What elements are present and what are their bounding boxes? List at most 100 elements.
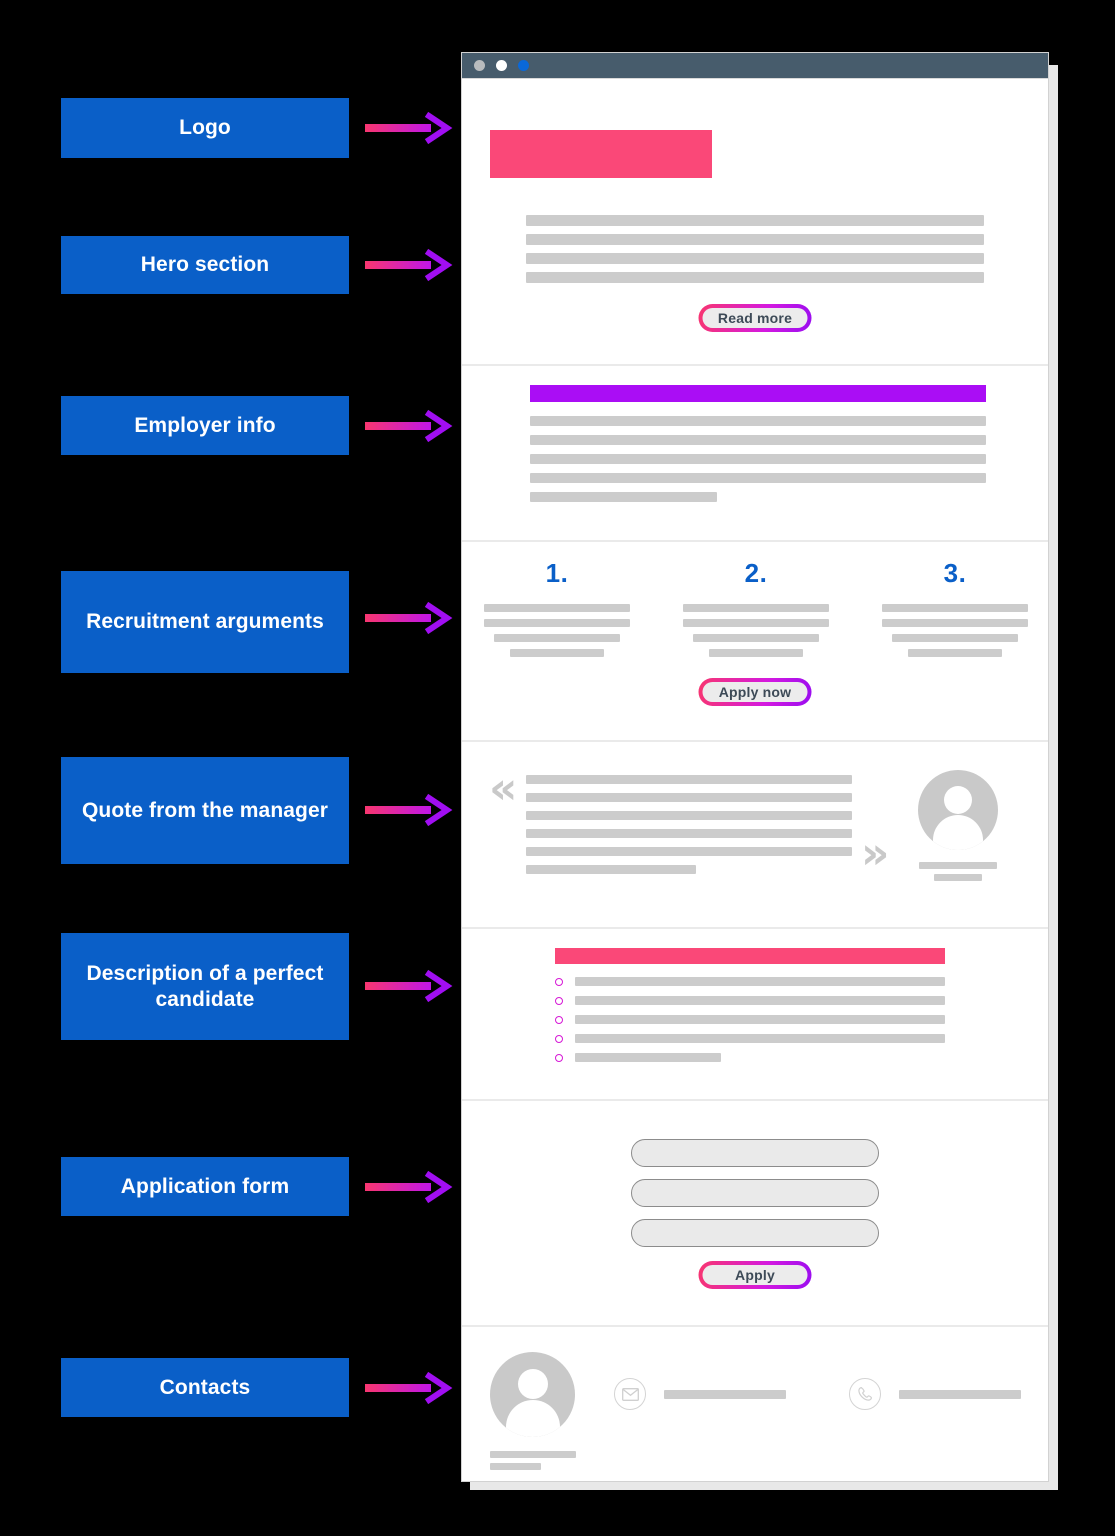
- argument-column: 2.: [683, 558, 829, 664]
- avatar-icon: [918, 770, 998, 850]
- window-dot-gray-icon[interactable]: [474, 60, 485, 71]
- list-item: [555, 977, 945, 986]
- text-line: [530, 492, 717, 502]
- annotation-arrow-contacts: [365, 1371, 457, 1405]
- annotation-text: Employer info: [134, 413, 276, 437]
- read-more-label: Read more: [717, 310, 793, 326]
- text-line: [899, 1389, 1021, 1399]
- hero-text-placeholder: [526, 215, 984, 291]
- text-line: [526, 215, 984, 226]
- form-field-group: [631, 1139, 879, 1259]
- annotation-label-quote-from-manager: Quote from the manager: [61, 757, 349, 864]
- text-line: [530, 454, 986, 464]
- apply-now-label: Apply now: [718, 684, 792, 700]
- argument-column: 3.: [882, 558, 1028, 664]
- annotation-text: Contacts: [159, 1375, 251, 1399]
- text-line: [484, 619, 630, 627]
- argument-number: 1.: [545, 558, 569, 588]
- text-line: [882, 604, 1028, 612]
- arrow-head-icon: [423, 1371, 457, 1405]
- arrow-shaft: [365, 261, 431, 269]
- arrow-shaft: [365, 806, 431, 814]
- text-line: [526, 272, 984, 283]
- form-input-field[interactable]: [631, 1139, 879, 1167]
- bullet-circle-icon: [555, 996, 563, 1005]
- avatar-head: [517, 1369, 548, 1399]
- arrow-shaft: [365, 614, 431, 622]
- annotation-label-contacts: Contacts: [61, 1358, 349, 1417]
- employer-text-placeholder: [530, 416, 986, 511]
- section-contacts: [462, 1327, 1048, 1481]
- annotation-arrow-application-form: [365, 1170, 457, 1204]
- bullet-circle-icon: [555, 1053, 563, 1062]
- text-line: [526, 811, 852, 820]
- contact-person-caption: [490, 1451, 578, 1470]
- apply-button[interactable]: Apply: [699, 1261, 812, 1289]
- arrow-shaft: [365, 982, 431, 990]
- window-dot-white-icon[interactable]: [496, 60, 507, 71]
- text-line: [526, 847, 852, 856]
- contact-person: [490, 1352, 578, 1475]
- list-item: [555, 1015, 945, 1024]
- envelope-icon: [614, 1378, 646, 1410]
- text-line: [709, 649, 803, 657]
- bullet-circle-icon: [555, 1034, 563, 1043]
- text-line: [575, 996, 945, 1005]
- text-line: [530, 435, 986, 445]
- arguments-columns: 1. 2. 3.: [484, 558, 1028, 664]
- text-line: [526, 253, 984, 264]
- annotation-text: Application form: [120, 1174, 290, 1198]
- arrow-head-icon: [423, 248, 457, 282]
- arrow-head-icon: [423, 1170, 457, 1204]
- avatar-body: [505, 1399, 560, 1437]
- annotation-arrow-hero-section: [365, 248, 457, 282]
- window-dot-blue-icon[interactable]: [518, 60, 529, 71]
- arrow-head-icon: [423, 601, 457, 635]
- text-line: [575, 977, 945, 986]
- form-input-field[interactable]: [631, 1179, 879, 1207]
- arrow-shaft: [365, 1183, 431, 1191]
- arrow-shaft: [365, 422, 431, 430]
- text-line: [530, 416, 986, 426]
- section-quote: « »: [462, 742, 1048, 929]
- section-logo-hero: Read more: [462, 79, 1048, 366]
- apply-now-button[interactable]: Apply now: [699, 678, 812, 706]
- read-more-button[interactable]: Read more: [699, 304, 812, 332]
- text-line: [683, 604, 829, 612]
- contacts-row: [490, 1352, 1021, 1475]
- bullet-circle-icon: [555, 977, 563, 986]
- text-line: [575, 1015, 945, 1024]
- arrow-head-icon: [423, 111, 457, 145]
- quote-author: [914, 770, 1002, 886]
- text-line: [919, 862, 997, 869]
- annotation-arrow-logo: [365, 111, 457, 145]
- text-line: [494, 634, 620, 642]
- argument-number: 3.: [943, 558, 967, 588]
- phone-icon: [849, 1378, 881, 1410]
- contact-phone[interactable]: [849, 1378, 1021, 1410]
- quote-author-caption: [914, 862, 1002, 881]
- text-line: [575, 1053, 721, 1062]
- annotation-arrow-employer-info: [365, 409, 457, 443]
- annotation-arrow-quote-from-manager: [365, 793, 457, 827]
- employer-heading-placeholder: [530, 385, 986, 402]
- section-employer-info: [462, 366, 1048, 542]
- contact-email[interactable]: [614, 1378, 786, 1410]
- text-line: [693, 634, 819, 642]
- candidate-heading-placeholder: [555, 948, 945, 964]
- list-item: [555, 1053, 945, 1062]
- text-line: [908, 649, 1002, 657]
- logo-placeholder[interactable]: [490, 130, 712, 178]
- text-line: [683, 619, 829, 627]
- avatar-head: [944, 786, 972, 814]
- annotation-text: Hero section: [140, 253, 270, 277]
- bullet-circle-icon: [555, 1015, 563, 1024]
- text-line: [892, 634, 1018, 642]
- annotation-text: Logo: [179, 116, 231, 140]
- annotation-text: Recruitment arguments: [86, 610, 324, 634]
- form-input-field[interactable]: [631, 1219, 879, 1247]
- list-item: [555, 996, 945, 1005]
- text-line: [510, 649, 604, 657]
- annotation-label-hero-section: Hero section: [61, 236, 349, 294]
